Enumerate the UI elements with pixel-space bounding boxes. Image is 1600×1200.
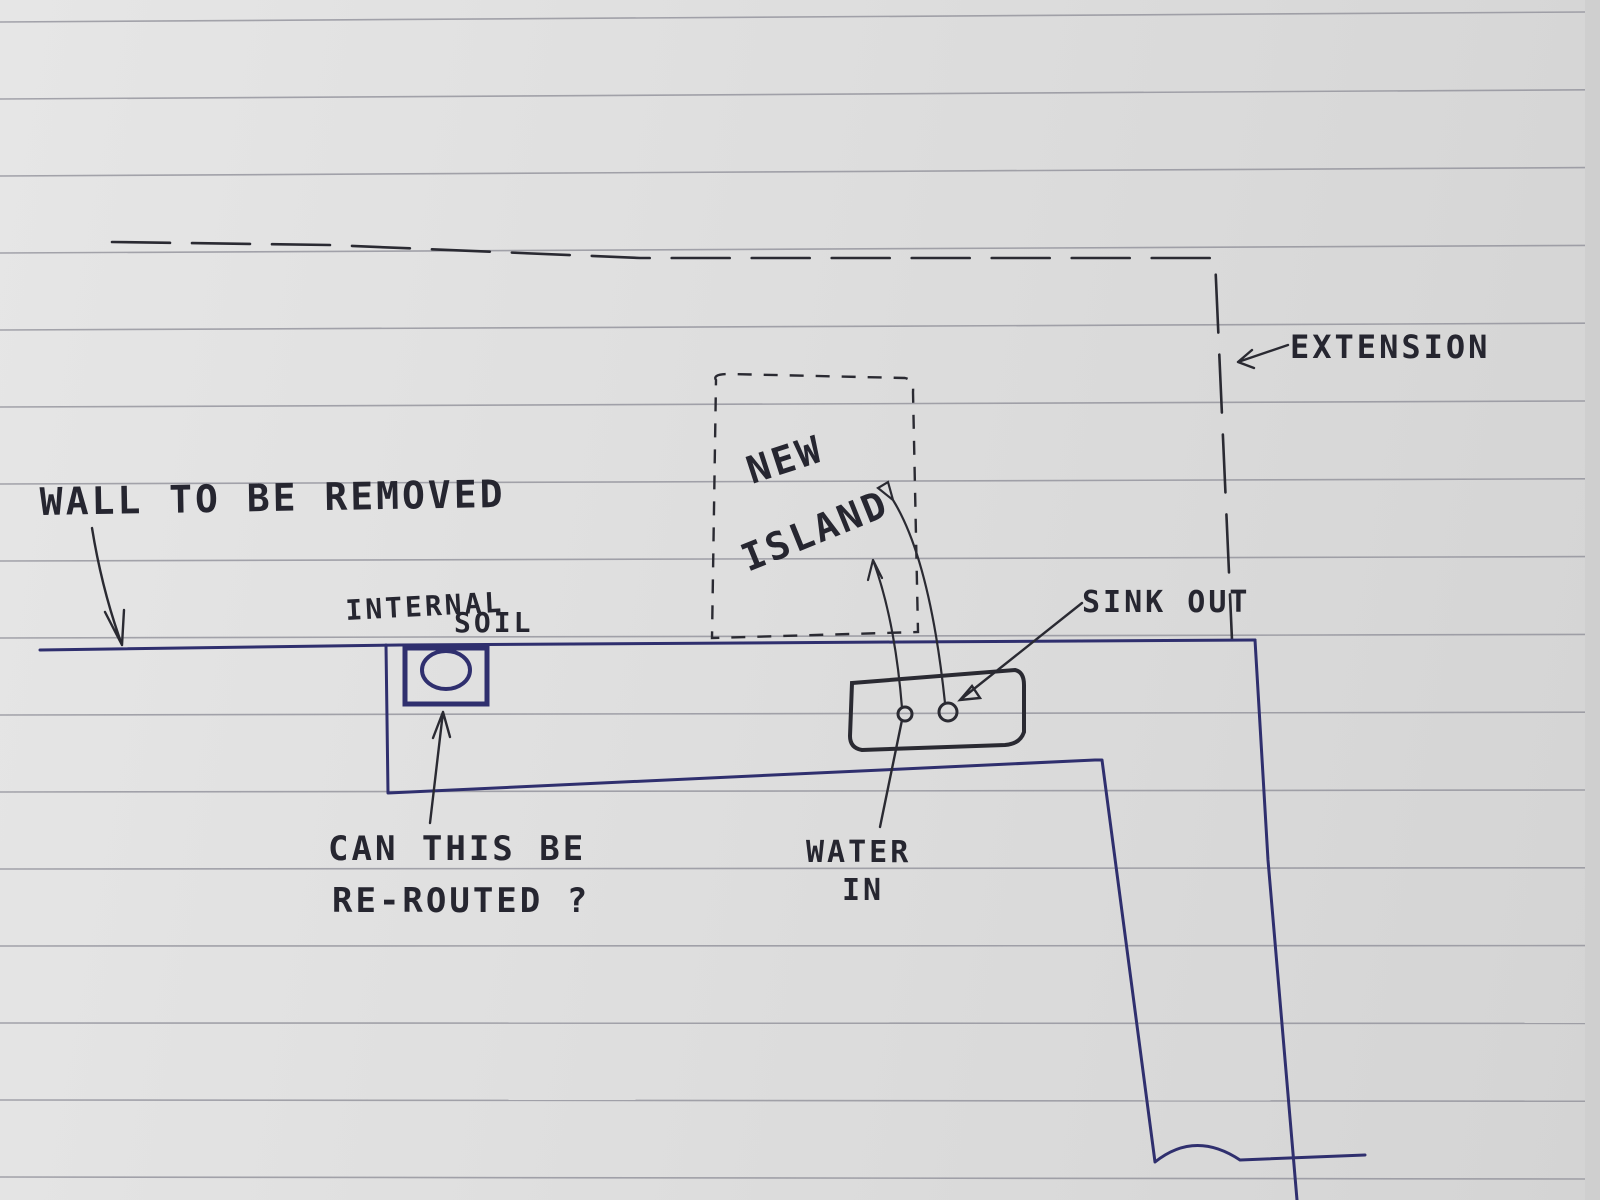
ruled-line [0, 11, 1586, 23]
pipe-to-island-right [876, 480, 947, 705]
page-edge [1585, 0, 1600, 1200]
wall-label: WALL TO BE REMOVED [39, 472, 506, 524]
extension-label: EXTENSION [1290, 328, 1490, 366]
ruled-line [0, 1099, 1586, 1102]
ruled-line [0, 866, 1586, 870]
reroute-arrow [428, 710, 452, 825]
new-island-outline [710, 372, 920, 640]
water-label-line1: WATER [806, 835, 911, 870]
extension-arrow [1236, 343, 1290, 370]
ruled-line [0, 166, 1586, 177]
wall-line [38, 638, 1257, 652]
pipe-to-island-left [866, 558, 904, 710]
ruled-line [0, 555, 1586, 562]
ruled-line [0, 477, 1586, 485]
soil-stack-pipe [420, 649, 472, 691]
ruled-line [0, 244, 1586, 254]
wall-arrow [90, 526, 126, 647]
soil-label-soil: SOIL [454, 606, 533, 639]
sink-out-outlet [937, 701, 959, 723]
sink-unit [847, 667, 1026, 753]
water-in-arrow [878, 718, 904, 829]
question-label-line1: CAN THIS BE [328, 829, 586, 869]
ruled-line [0, 711, 1586, 716]
question-label-line2: RE-ROUTED ? [332, 881, 590, 921]
ruled-line [0, 400, 1586, 408]
sink-out-arrow [957, 601, 1084, 702]
ruled-line [0, 89, 1586, 100]
water-label-line2: IN [842, 873, 884, 908]
extension-wall [1253, 638, 1299, 1200]
ruled-line [0, 322, 1586, 331]
soil-stack-box [402, 645, 490, 707]
sink-out-label: SINK OUT [1082, 585, 1251, 620]
island-label-new: NEW [741, 427, 828, 493]
ruled-line [0, 1176, 1586, 1180]
soil-enclosure [384, 643, 1367, 1164]
water-in-outlet [896, 705, 914, 723]
extension-outline [110, 240, 1234, 642]
ruled-line [0, 789, 1586, 793]
ruled-lines [0, 11, 1586, 1180]
